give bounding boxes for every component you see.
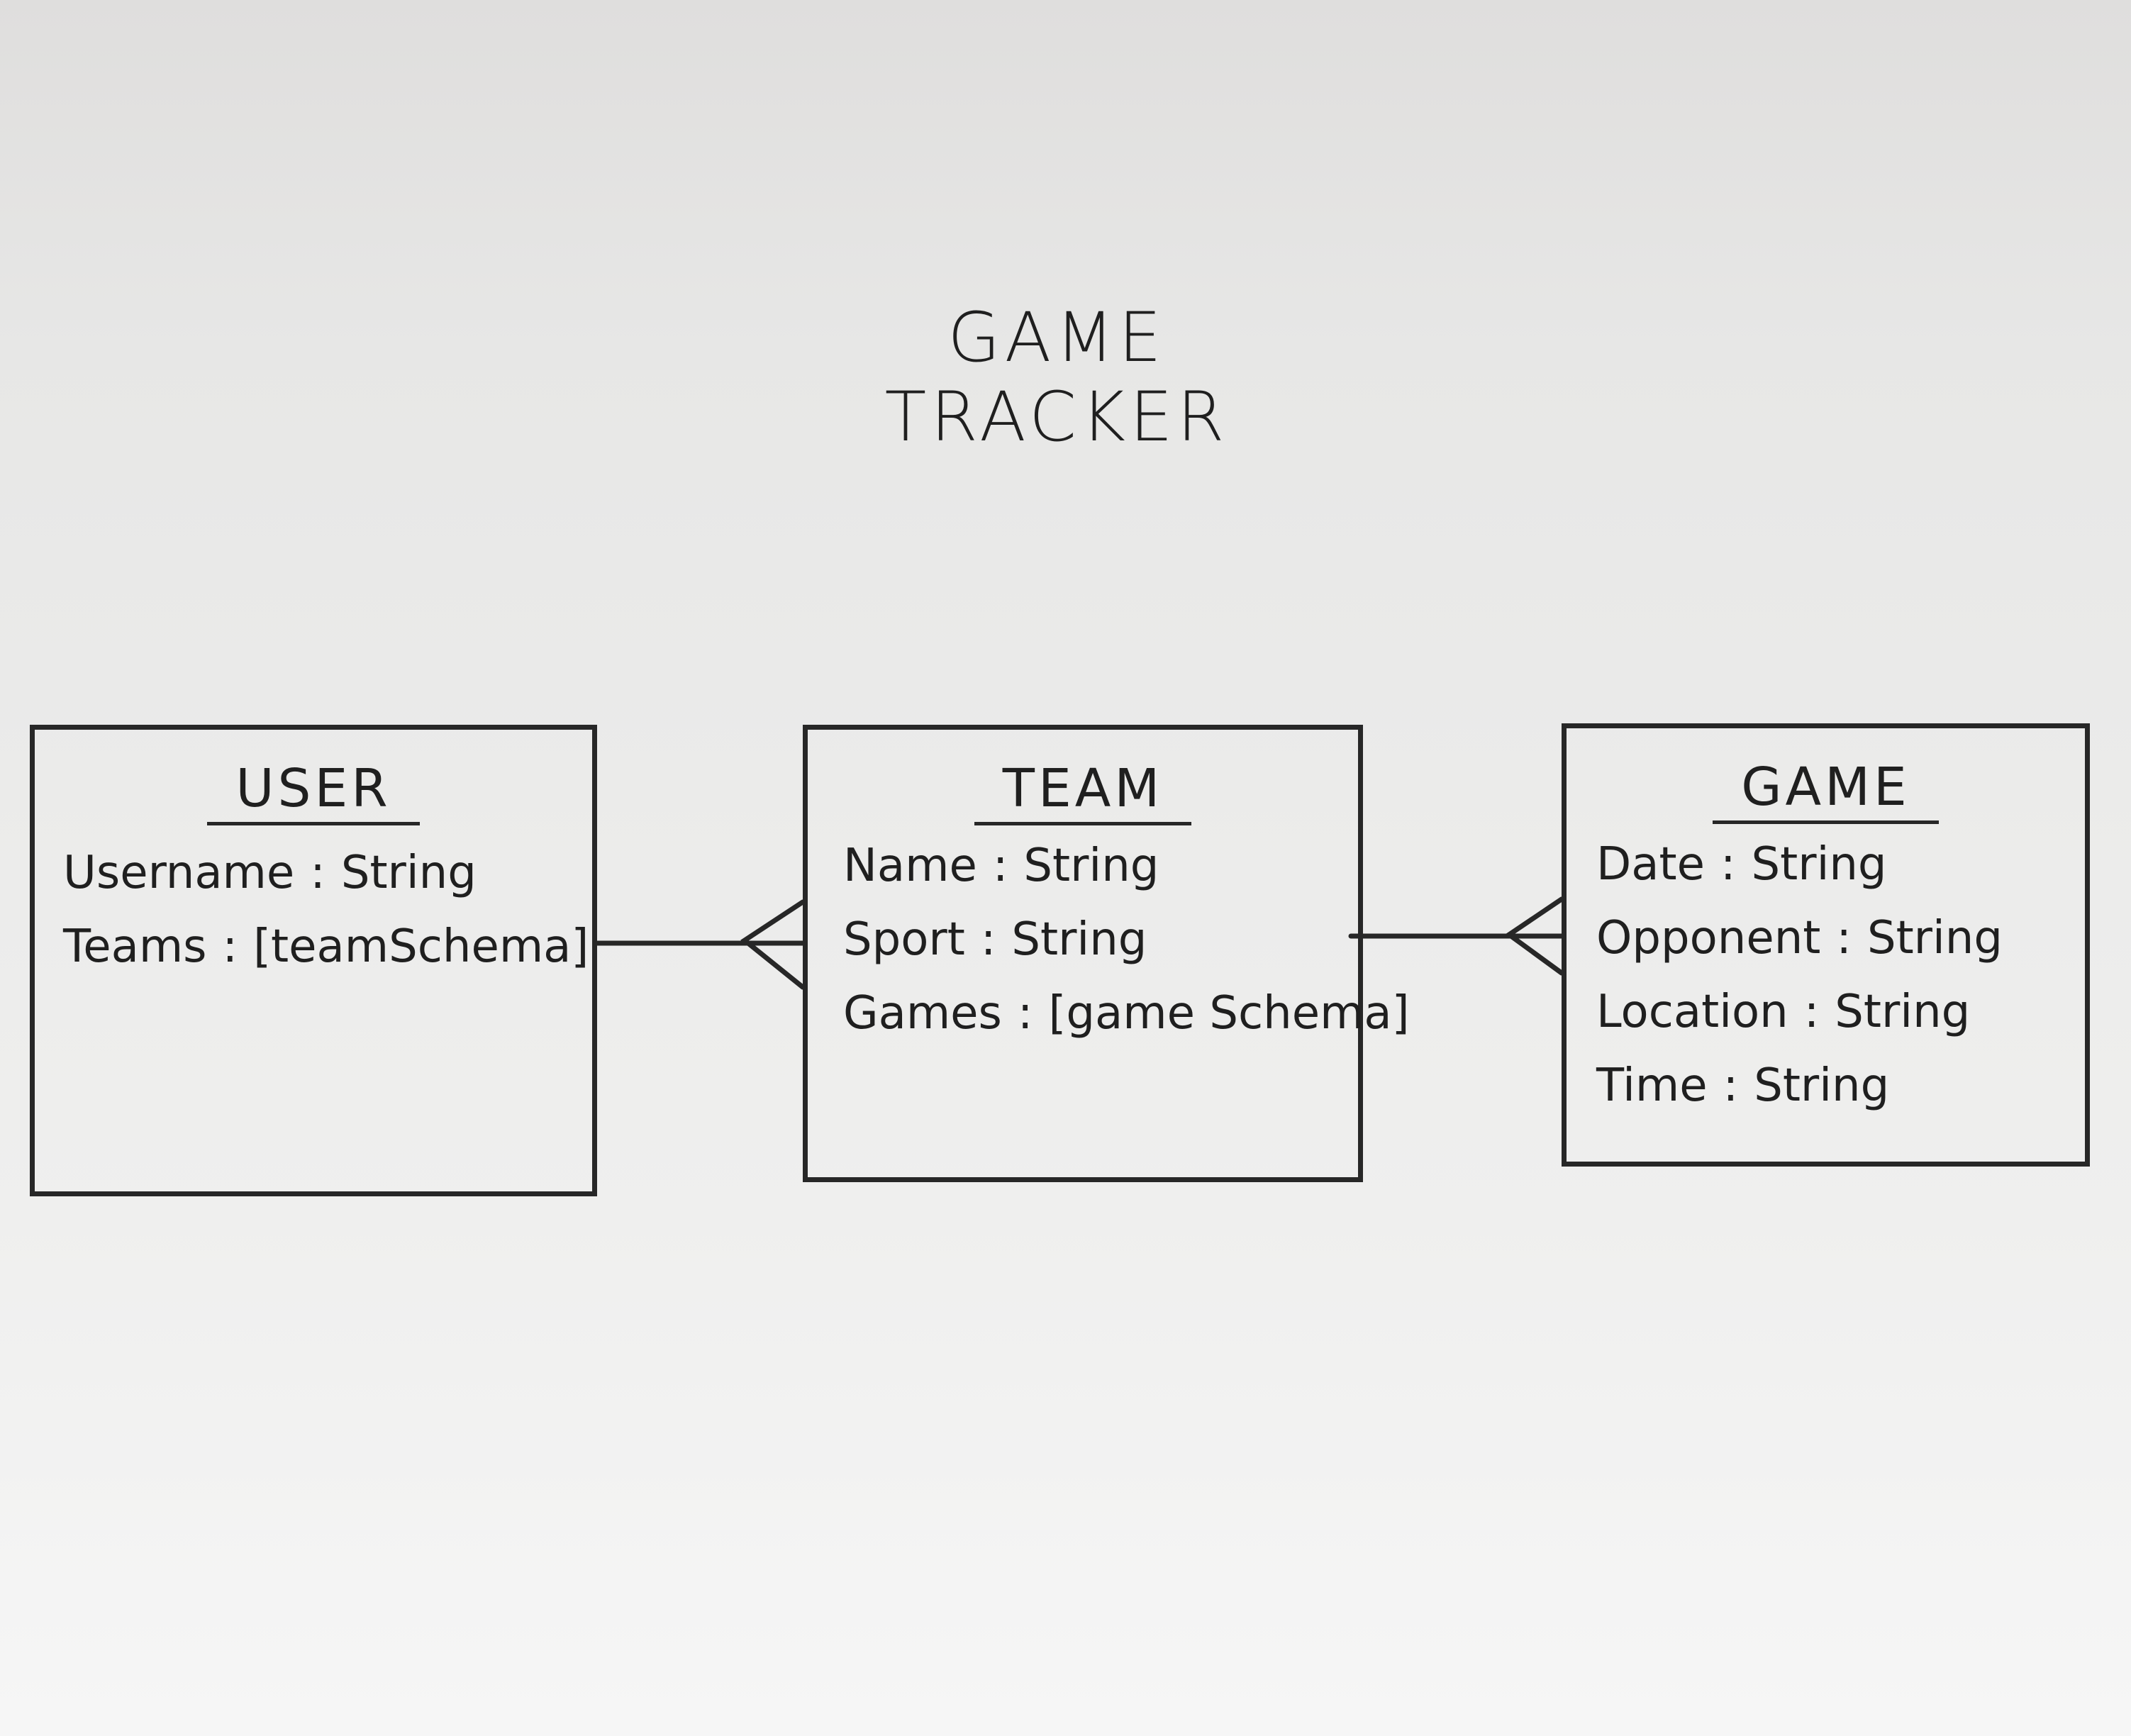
field-separator: :: [1017, 987, 1033, 1040]
field-name: Opponent: [1596, 912, 1821, 964]
field-type: String: [1751, 838, 1887, 891]
field-separator: :: [1720, 838, 1736, 891]
entity-user-title: USER: [35, 758, 592, 825]
field-row: Opponent: String: [1596, 901, 2071, 975]
field-separator: :: [1836, 912, 1852, 964]
entity-team-name: TEAM: [974, 758, 1192, 825]
field-type: [game Schema]: [1048, 987, 1410, 1040]
field-separator: :: [992, 840, 1008, 892]
field-name: Time: [1596, 1059, 1708, 1112]
entity-user-fields: Username: String Teams: [teamSchema]: [63, 836, 589, 984]
relationship-team-game: [1348, 896, 1564, 976]
entity-game-name: GAME: [1713, 757, 1939, 824]
field-name: Games: [843, 987, 1002, 1040]
relationship-user-team: [594, 899, 806, 990]
field-separator: :: [222, 920, 238, 973]
field-row: Teams: [teamSchema]: [63, 910, 589, 984]
field-name: Username: [63, 847, 295, 899]
field-row: Sport: String: [843, 903, 1344, 976]
field-name: Name: [843, 840, 977, 892]
field-separator: :: [1803, 986, 1820, 1038]
field-type: String: [1835, 986, 1971, 1038]
field-name: Sport: [843, 913, 965, 966]
entity-team: TEAM Name:String Sport:String Games:[gam…: [803, 725, 1410, 1182]
field-separator: :: [310, 847, 326, 899]
field-row: Location: String: [1596, 975, 2071, 1049]
field-row: Games: [game Schema]: [843, 976, 1410, 1050]
field-row: Name: String: [843, 829, 1344, 903]
field-separator: :: [1723, 1059, 1739, 1112]
field-name: Teams: [63, 920, 207, 973]
field-row: Time: String: [1596, 1049, 2071, 1123]
field-type: String: [1011, 913, 1147, 966]
field-separator: :: [980, 913, 996, 966]
field-row: Username: String: [63, 836, 578, 910]
field-name: Date: [1596, 838, 1705, 891]
entity-user: USER Username: String Teams: [teamSchema]: [30, 725, 597, 1196]
entity-game: GAME Date: String Opponent: String Locatio…: [1562, 723, 2090, 1167]
entity-game-title: GAME: [1567, 757, 2085, 824]
field-type: String: [340, 847, 477, 899]
entity-user-name: USER: [207, 758, 420, 825]
entity-game-fields: Date: String Opponent: String Location: Str…: [1596, 828, 2071, 1123]
field-name: Location: [1596, 986, 1788, 1038]
diagram-title: GAME TRACKER: [884, 298, 1229, 457]
entity-team-title: TEAM: [808, 758, 1358, 825]
field-type: String: [1023, 840, 1159, 892]
field-row: Date: String: [1596, 828, 2071, 901]
entity-team-fields: Name:String Sport:String Games:[game Sch…: [843, 829, 1410, 1050]
field-type: [teamSchema]: [253, 920, 589, 973]
field-type: String: [1866, 912, 2003, 964]
field-type: String: [1754, 1059, 1890, 1112]
